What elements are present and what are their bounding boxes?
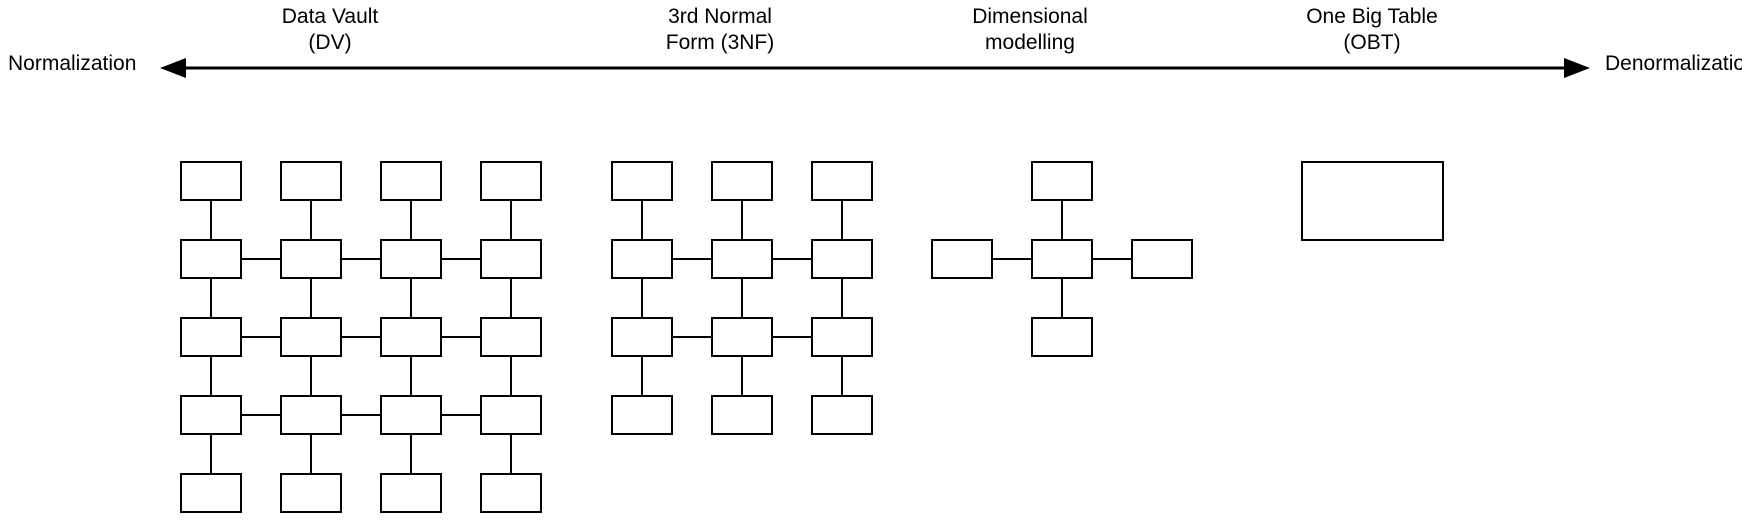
connector-vertical xyxy=(309,357,313,395)
stage-label-one-big-table: One Big Table (OBT) xyxy=(1272,4,1472,56)
connector-vertical xyxy=(309,435,313,473)
entity-box xyxy=(280,395,342,435)
stage-label-dimensional-modelling: Dimensional modelling xyxy=(930,4,1130,56)
connector-horizontal xyxy=(673,257,711,261)
connector-vertical xyxy=(509,279,513,317)
entity-box xyxy=(711,161,773,201)
entity-box xyxy=(811,161,873,201)
connector-horizontal xyxy=(342,335,380,339)
connector-vertical xyxy=(640,357,644,395)
entity-box xyxy=(480,239,542,279)
connector-horizontal xyxy=(342,413,380,417)
entity-box xyxy=(811,395,873,435)
connector-vertical xyxy=(740,279,744,317)
connector-vertical xyxy=(840,279,844,317)
connector-horizontal xyxy=(442,335,480,339)
entity-box-dimension xyxy=(1031,161,1093,201)
connector-vertical xyxy=(1060,279,1064,317)
connector-vertical xyxy=(740,201,744,239)
arrow-head-left xyxy=(160,58,186,78)
entity-box xyxy=(811,317,873,357)
entity-box-one-big-table xyxy=(1301,161,1444,241)
connector-vertical xyxy=(509,435,513,473)
entity-box xyxy=(180,395,242,435)
entity-box xyxy=(711,317,773,357)
stage-label-line2: (OBT) xyxy=(1343,31,1401,54)
connector-horizontal xyxy=(442,413,480,417)
entity-box xyxy=(280,317,342,357)
connector-vertical xyxy=(309,201,313,239)
stage-label-line2: (DV) xyxy=(308,31,352,54)
entity-box xyxy=(611,161,673,201)
connector-vertical xyxy=(209,201,213,239)
entity-box xyxy=(280,239,342,279)
connector-horizontal xyxy=(242,335,280,339)
axis-label-denormalization: Denormalization xyxy=(1605,52,1742,75)
entity-box xyxy=(380,473,442,513)
connector-vertical xyxy=(409,435,413,473)
entity-box xyxy=(611,317,673,357)
entity-box-fact xyxy=(1031,239,1093,279)
entity-box xyxy=(380,395,442,435)
entity-box xyxy=(180,239,242,279)
entity-box xyxy=(380,317,442,357)
stage-label-line2: Form (3NF) xyxy=(665,31,775,54)
connector-horizontal xyxy=(342,257,380,261)
stage-label-data-vault: Data Vault (DV) xyxy=(230,4,430,56)
connector-horizontal xyxy=(242,257,280,261)
connector-vertical xyxy=(209,279,213,317)
connector-horizontal xyxy=(773,335,811,339)
connector-vertical xyxy=(509,357,513,395)
entity-box xyxy=(180,161,242,201)
stage-label-line1: One Big Table xyxy=(1306,5,1438,28)
arrow-head-right xyxy=(1564,58,1590,78)
connector-vertical xyxy=(409,201,413,239)
connector-vertical xyxy=(209,357,213,395)
entity-box xyxy=(711,395,773,435)
entity-box-dimension xyxy=(1131,239,1193,279)
connector-horizontal xyxy=(242,413,280,417)
connector-horizontal xyxy=(442,257,480,261)
entity-box xyxy=(480,473,542,513)
stage-label-line1: Data Vault xyxy=(281,5,379,28)
entity-box xyxy=(611,395,673,435)
entity-box xyxy=(280,473,342,513)
entity-box xyxy=(180,473,242,513)
entity-box xyxy=(480,395,542,435)
entity-box xyxy=(480,317,542,357)
entity-box xyxy=(711,239,773,279)
connector-vertical xyxy=(409,279,413,317)
connector-vertical xyxy=(740,357,744,395)
axis-label-normalization: Normalization xyxy=(8,52,137,75)
stage-label-line2: modelling xyxy=(985,31,1075,54)
connector-horizontal xyxy=(993,257,1031,261)
entity-box xyxy=(611,239,673,279)
stage-label-line1: 3rd Normal xyxy=(668,5,772,28)
connector-vertical xyxy=(509,201,513,239)
stage-label-line1: Dimensional xyxy=(972,5,1088,28)
connector-vertical xyxy=(640,279,644,317)
stage-label-third-normal-form: 3rd Normal Form (3NF) xyxy=(620,4,820,56)
connector-horizontal xyxy=(773,257,811,261)
entity-box-dimension xyxy=(931,239,993,279)
connector-vertical xyxy=(209,435,213,473)
connector-vertical xyxy=(1060,201,1064,239)
connector-vertical xyxy=(640,201,644,239)
connector-vertical xyxy=(840,201,844,239)
entity-box xyxy=(380,161,442,201)
entity-box xyxy=(280,161,342,201)
entity-box xyxy=(480,161,542,201)
entity-box xyxy=(380,239,442,279)
connector-vertical xyxy=(409,357,413,395)
entity-box-dimension xyxy=(1031,317,1093,357)
connector-horizontal xyxy=(673,335,711,339)
entity-box xyxy=(811,239,873,279)
connector-vertical xyxy=(840,357,844,395)
entity-box xyxy=(180,317,242,357)
connector-horizontal xyxy=(1093,257,1131,261)
connector-vertical xyxy=(309,279,313,317)
